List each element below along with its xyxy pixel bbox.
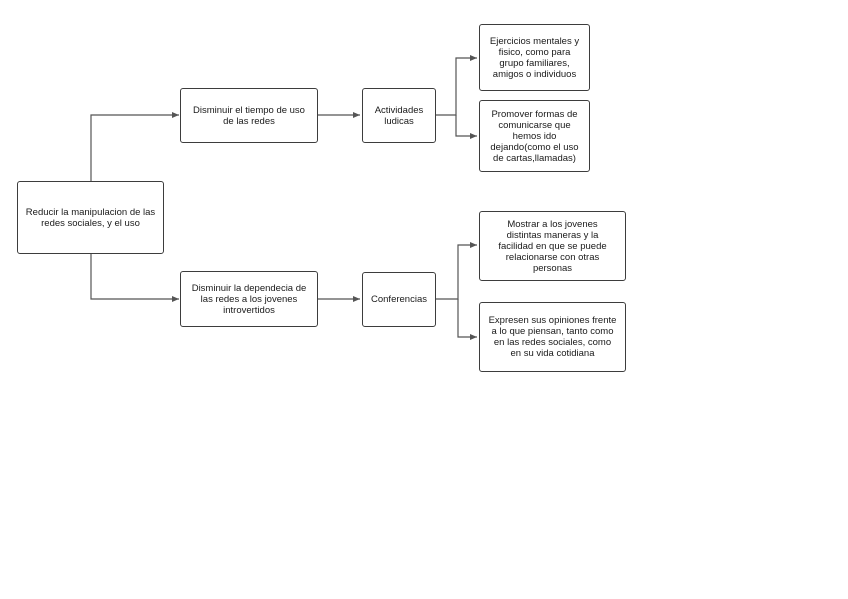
goal1-node: Disminuir el tiempo de uso de las redes xyxy=(180,88,318,143)
result-2a-node-label: Mostrar a los jovenes distintas maneras … xyxy=(498,218,607,274)
result-2a-node: Mostrar a los jovenes distintas maneras … xyxy=(479,211,626,281)
result-2b-node: Expresen sus opiniones frente a lo que p… xyxy=(479,302,626,372)
root-node-label: Reducir la manipulacion de las redes soc… xyxy=(25,206,156,229)
act1-node-label: Actividades ludicas xyxy=(374,104,424,127)
connector-act2-r2a xyxy=(436,242,477,300)
root-node: Reducir la manipulacion de las redes soc… xyxy=(17,181,164,254)
result-1b-node-label: Promover formas de comunicarse que hemos… xyxy=(490,108,579,164)
result-1a-node: Ejercicios mentales y fisico, como para … xyxy=(479,24,590,91)
connector-act1-r1b xyxy=(455,115,477,139)
act2-node-label: Conferencias xyxy=(371,294,427,305)
goal2-node-label: Disminuir la dependecia de las redes a l… xyxy=(191,282,307,316)
result-1b-node: Promover formas de comunicarse que hemos… xyxy=(479,100,590,172)
connector-act1-r1a xyxy=(436,55,477,116)
result-1a-node-label: Ejercicios mentales y fisico, como para … xyxy=(489,35,580,80)
connector-root-goal2 xyxy=(90,254,179,302)
connector-root-goal1 xyxy=(90,112,179,181)
act1-node: Actividades ludicas xyxy=(362,88,436,143)
goal2-node: Disminuir la dependecia de las redes a l… xyxy=(180,271,318,327)
result-2b-node-label: Expresen sus opiniones frente a lo que p… xyxy=(488,315,617,359)
connector-act2-r2b xyxy=(457,299,477,340)
goal1-node-label: Disminuir el tiempo de uso de las redes xyxy=(193,104,305,127)
act2-node: Conferencias xyxy=(362,272,436,327)
